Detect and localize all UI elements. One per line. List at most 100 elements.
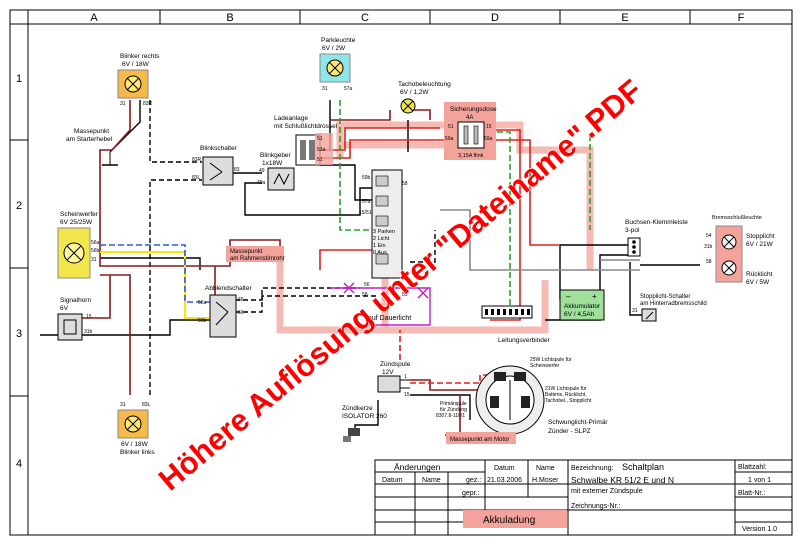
ladeanlage: Ladeanlage mit Schlußlichtdrossel 51 53a… <box>274 115 338 166</box>
buchsen-title1: Buchsen-Klemmleiste <box>625 219 688 226</box>
blinkgeber-t49a: 49a <box>257 180 266 186</box>
zuendspule-t1: 1 <box>404 374 407 380</box>
blinkschalter-title: Blinkschalter <box>200 145 238 152</box>
zuendschloss-t59: 59 <box>402 292 408 298</box>
blinker-right-spec: 6V / 18W <box>122 61 150 68</box>
stopplicht-spec: 6V / 21W <box>746 241 774 248</box>
wires-purple <box>330 282 431 326</box>
tacho-title: Tachobeleuchtung <box>398 81 451 88</box>
ruecklicht-spec: 6V / 5W <box>746 279 770 286</box>
primaerspule-title2: für Zündung <box>440 407 467 413</box>
ladeanlage-t51b: 51 <box>317 157 323 163</box>
stopp-schalter-t31: 31 <box>632 308 638 314</box>
masse-starter-title1: Massepunkt <box>74 128 109 135</box>
masse-motor-label: Massepunkt am Motor <box>450 437 509 443</box>
primaerspule-title3: 8307.8-110/1 <box>436 413 465 419</box>
abblend-t66: 66 <box>238 297 244 303</box>
sicherung-t51: 51 <box>448 124 454 130</box>
parkleuchte-t1: 31 <box>322 86 328 92</box>
tb-datum-header: Datum <box>494 465 515 472</box>
zuendkerze: Zündkerze ISOLATOR 260 <box>342 405 387 442</box>
sicherung-t59a: 59a <box>445 136 454 142</box>
blinker-left-spec: 6V / 18W <box>121 441 149 448</box>
sicherung-t59a2: 59a <box>484 136 493 142</box>
blinker-left-t1: 31 <box>120 402 126 408</box>
blinker-right-t1: 31 <box>120 101 126 107</box>
tb-blattzahl-label: Blattzahl: <box>738 464 767 471</box>
column-label: F <box>738 12 745 24</box>
sicherungsdose-amp: 4A <box>466 115 473 121</box>
blinkschalter: Blinkschalter 83R 83L 83 <box>192 145 240 186</box>
row-label: 2 <box>16 200 22 212</box>
zuendschloss-t1551: 15/51 <box>359 210 372 216</box>
zuendspule-title1: Zündspule <box>380 361 411 368</box>
tb-version: Version 1.0 <box>742 526 777 533</box>
ruecklicht-title: Rücklicht <box>746 271 773 278</box>
schwunglicht-title1: Schwunglicht-Primär <box>548 419 608 426</box>
zuendschloss-t58b: 58 <box>362 292 368 298</box>
column-label: D <box>491 12 499 24</box>
wires-grey <box>440 209 640 271</box>
masse-starterhebel: Massepunkt am Starterhebel <box>66 128 118 166</box>
scheinwerfer-t56a: 56a <box>91 240 100 246</box>
bremsschluss-t54: 54 <box>706 233 712 239</box>
parkleuchte-spec: 6V / 2W <box>322 45 346 52</box>
dauerlicht-label: auf Dauerlicht <box>368 315 411 322</box>
blinkgeber-t49: 49 <box>259 168 265 174</box>
zuendschloss: 59b 58 57a 15/51 3 Parken 2 Licht 1 Ein … <box>359 169 408 298</box>
grid-column-labels: A B C D E F <box>90 12 744 24</box>
stopp-schalter-title1: Stopplicht-Schalter <box>640 294 690 300</box>
tb-akkuladung: Akkuladung <box>483 515 535 526</box>
stopplicht-schalter: Stopplicht-Schalter am Hinterradbremssch… <box>632 294 707 322</box>
masse-rahmenstirnrohr: Massepunkt am Rahmenstirnrohr <box>226 246 285 262</box>
schwunglicht-title2: Zünder - SLPZ <box>548 428 591 435</box>
row-label: 3 <box>16 328 22 340</box>
scheinwerfer-title2: 6V 25/25W <box>60 219 93 226</box>
zuendschloss-t58: 58 <box>402 181 408 187</box>
blinker-right-title: Blinker rechts <box>120 53 160 60</box>
blinkschalter-t83l: 83L <box>192 175 201 181</box>
tb-line1: Schwalbe KR 51/2 E und N <box>571 475 674 485</box>
zuendschloss-t56: 56 <box>364 282 370 288</box>
tb-name-header: Name <box>536 465 555 472</box>
lichtspule21-title1: 21W Lichtspule für <box>545 386 587 392</box>
tb-bezeichnung-label: Bezeichnung: <box>571 465 613 472</box>
scheinwerfer-title1: Scheinwerfer <box>60 211 99 218</box>
tb-line2: mit externer Zündspule <box>571 488 643 495</box>
tb-gez-name: H.Moser <box>532 477 559 484</box>
zuendspule: Zündspule 12V 1 15 <box>377 361 411 398</box>
masse-rahmen-title1: Massepunkt <box>230 249 263 255</box>
wires-red <box>319 127 560 321</box>
akkumulator: – + Akkumulator 6V / 4,5Ah <box>559 289 605 321</box>
bremsschlussleuchte: Bremsschlußleuchte 54 31b 58 Stopplicht … <box>704 215 775 286</box>
akku-plus: + <box>592 292 597 301</box>
zuendschloss-t59b: 59b <box>362 175 371 181</box>
abblend-t56: 56 <box>238 310 244 316</box>
wires-black <box>40 100 700 430</box>
masse-starter-title2: am Starterhebel <box>66 136 113 143</box>
blinkgeber: Blinkgeber 1x18W 49 49a <box>257 152 295 191</box>
title-block: Änderungen Datum Name Datum Name gez.: 2… <box>374 459 793 536</box>
column-label: C <box>361 12 369 24</box>
scheinwerfer: Scheinwerfer 6V 25/25W 56a 56b 31 <box>57 211 100 279</box>
zuendschloss-pos4: 0 Aus <box>373 250 387 256</box>
zuendschloss-pos2: 2 Licht <box>373 236 390 242</box>
signalhorn-title2: 6V <box>60 305 69 312</box>
sicherungsdose-title: Sicherungsdose <box>450 106 497 113</box>
stopp-schalter-title2: am Hinterradbremsschild <box>640 301 707 307</box>
wires-blue <box>100 244 210 303</box>
buchsen-klemmleiste: Buchsen-Klemmleiste 3-pol <box>625 219 688 257</box>
ladeanlage-title1: Ladeanlage <box>274 115 308 122</box>
zuendkerze-title2: ISOLATOR 260 <box>342 413 387 420</box>
lichtspule25-title1: 25W Lichtspule für <box>530 357 572 363</box>
sicherung-t15: 15 <box>486 124 492 130</box>
schwunglicht-zuender: Primärspule für Zündung 8307.8-110/1 25W… <box>436 357 608 435</box>
abblend-t56a: 56a <box>198 300 207 306</box>
dauerlicht-note: auf Dauerlicht <box>368 315 411 322</box>
blinkgeber-title1: Blinkgeber <box>260 152 292 159</box>
zuendspule-title2: 12V <box>382 369 394 376</box>
sicherung-fuse: 3,15A flink <box>458 153 484 159</box>
wires-red-dashed <box>399 330 500 384</box>
signalhorn: Signalhorn 6V 15 31b <box>57 297 93 341</box>
